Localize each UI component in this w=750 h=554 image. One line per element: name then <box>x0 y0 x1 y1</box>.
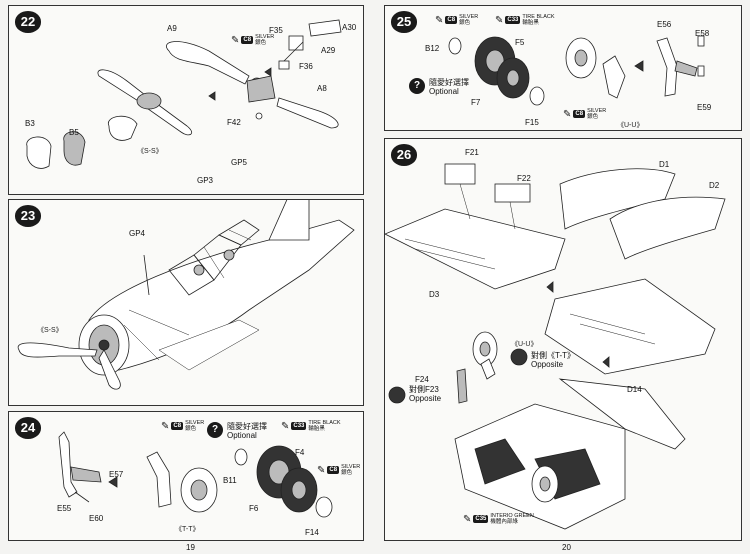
step-26-illustration <box>385 163 726 530</box>
paint-bottle-icon: ✎ <box>435 14 444 26</box>
page-number-left: 19 <box>186 543 195 552</box>
paint-bottle-icon: ✎ <box>495 14 504 26</box>
part-label-e59: E59 <box>697 103 712 112</box>
part-label-f5: F5 <box>515 38 525 47</box>
part-label-a9: A9 <box>167 24 177 33</box>
part-label-a8: A8 <box>317 84 327 93</box>
step-number: 22 <box>15 11 41 33</box>
step-number: 23 <box>15 205 41 227</box>
part-label-f21: F21 <box>465 148 479 157</box>
view-label: 《T-T》 <box>175 526 200 533</box>
part-label-b3: B3 <box>25 119 35 128</box>
paint-bottle-icon: ✎ <box>463 513 472 525</box>
part-label-e60: E60 <box>89 514 104 523</box>
paint-bottle-icon: ✎ <box>281 420 290 432</box>
paint-bottle-icon: ✎ <box>231 34 240 46</box>
part-label-e56: E56 <box>657 20 672 29</box>
part-label-f42: F42 <box>227 118 241 127</box>
part-label-b12: B12 <box>425 44 440 53</box>
part-label-gp4: GP4 <box>129 229 146 238</box>
part-label-f35: F35 <box>269 26 283 35</box>
step-number: 26 <box>391 144 417 166</box>
part-label-e55: E55 <box>57 504 72 513</box>
opposite-tt-note: 對側《T-T》 Opposite <box>531 351 575 369</box>
part-label-f4: F4 <box>295 448 305 457</box>
optional-question-icon: ? <box>207 422 223 438</box>
part-label-gp3: GP3 <box>197 176 214 185</box>
step-23-illustration <box>17 200 355 390</box>
step-25-illustration <box>448 35 705 106</box>
step-24-illustration <box>58 431 333 518</box>
part-label-b11: B11 <box>223 476 237 485</box>
view-label: 《S-S》 <box>137 148 163 155</box>
view-label-uu: 《U-U》 <box>511 341 538 348</box>
view-label: 《S-S》 <box>37 327 63 334</box>
part-label-a30: A30 <box>342 23 357 32</box>
paint-bottle-icon: ✎ <box>563 108 572 120</box>
part-label-a29: A29 <box>321 46 336 55</box>
part-label-f6: F6 <box>249 504 259 513</box>
step-25-panel: 25 B12 F5 F7 F15 E56 E58 E59 《U-U》 ✎ C8 … <box>384 5 742 131</box>
part-label-d3: D3 <box>429 290 440 299</box>
step-26-panel: 26 F21 F22 <box>384 138 742 541</box>
step-number: 24 <box>15 417 41 439</box>
step-number: 25 <box>391 11 417 33</box>
part-label-f14: F14 <box>305 528 319 537</box>
part-label-f15: F15 <box>525 118 539 127</box>
part-label-gp5: GP5 <box>231 158 248 167</box>
optional-question-icon: ? <box>409 78 425 94</box>
opposite-f23-note: 對側F23 Opposite <box>409 385 442 403</box>
optional-note: 隨愛好選擇 Optional <box>227 422 267 440</box>
part-label-e57: E57 <box>109 470 124 479</box>
part-label-d1: D1 <box>659 160 670 169</box>
part-label-b5: B5 <box>69 128 79 137</box>
part-label-e58: E58 <box>695 29 710 38</box>
page-number-right: 20 <box>562 543 571 552</box>
optional-note: 隨愛好選擇 Optional <box>429 78 469 96</box>
step-23-panel: 23 GP3 GP5 GP4 《S-S》 <box>8 158 364 406</box>
part-label-f7: F7 <box>471 98 481 107</box>
part-label-f22: F22 <box>517 174 531 183</box>
paint-bottle-icon: ✎ <box>317 464 326 476</box>
step-22-illustration <box>26 19 342 169</box>
part-label-f36: F36 <box>299 62 313 71</box>
step-24-panel: 24 E57 E55 E60 B11 F4 F6 F14 《T-T》 ✎ C8 … <box>8 411 364 541</box>
view-label: 《U-U》 <box>617 122 644 129</box>
step-22-panel: 22 A9 F35 A30 A29 F36 A8 F42 B3 B5 《S-S <box>8 5 364 195</box>
part-label-d2: D2 <box>709 181 720 190</box>
paint-bottle-icon: ✎ <box>161 420 170 432</box>
part-label-d14: D14 <box>627 385 642 394</box>
part-label-f24: F24 <box>415 375 429 384</box>
